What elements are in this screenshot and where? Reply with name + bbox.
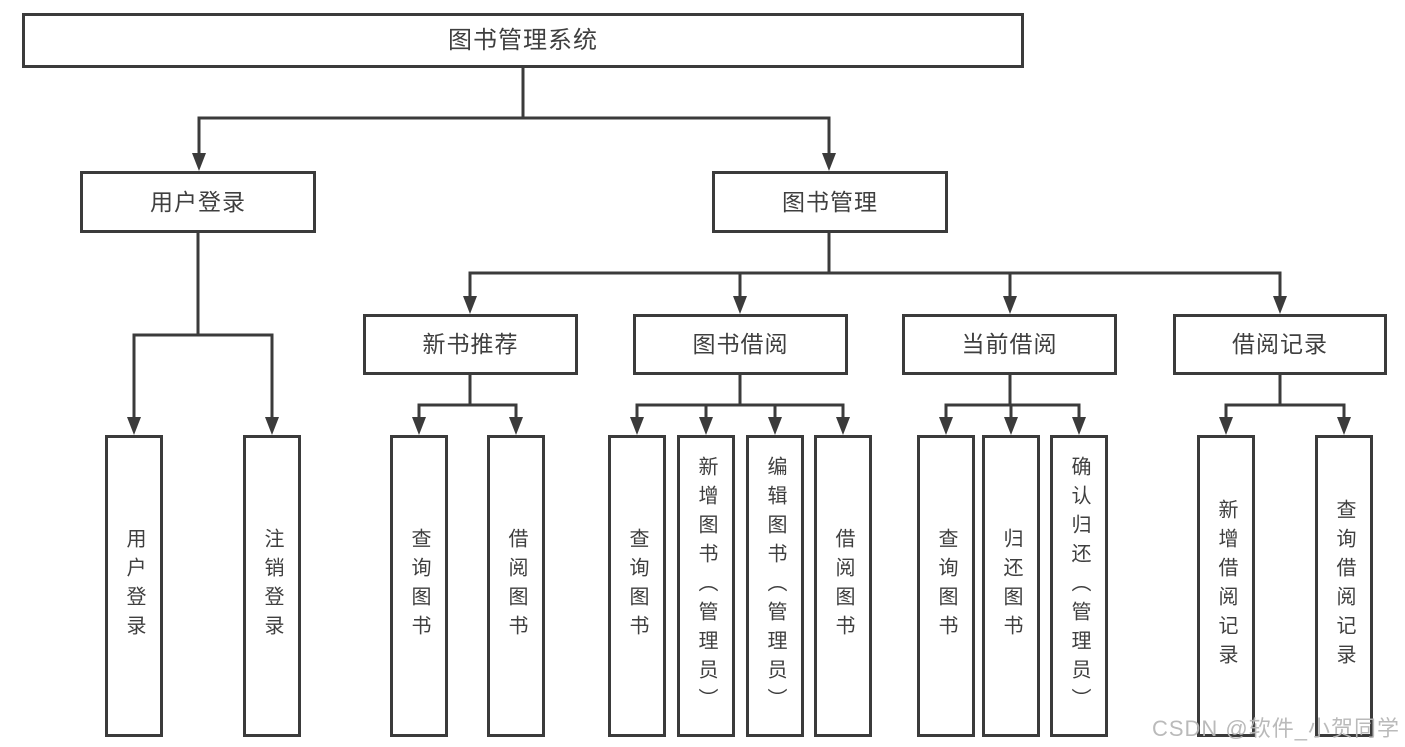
node-new-book-recommendation: 新书推荐	[363, 314, 578, 375]
node-label: 查询借阅记录	[1333, 499, 1355, 673]
node-user-login: 用户登录	[80, 171, 316, 233]
node-label: 借阅图书	[505, 528, 527, 644]
leaf-query-books-current: 查询图书	[917, 435, 975, 737]
arrowheads-user-login-leaves	[127, 417, 279, 435]
arrowheads-new-book-leaves	[412, 417, 523, 435]
node-label: 当前借阅	[961, 331, 1058, 357]
arrowheads-current-borrow-leaves	[939, 417, 1086, 435]
leaf-borrow-books: 借阅图书	[814, 435, 872, 737]
arrowheads-level1	[192, 153, 836, 171]
connector-new-book-to-leaves	[417, 375, 518, 417]
node-label: 图书借阅	[692, 331, 789, 357]
node-label: 新书推荐	[422, 331, 519, 357]
leaf-return-books: 归还图书	[982, 435, 1040, 737]
node-label: 查询图书	[626, 528, 648, 644]
leaf-query-books-recommend: 查询图书	[390, 435, 448, 737]
connector-borrow-records-to-leaves	[1224, 375, 1346, 417]
connector-root-to-level1	[197, 65, 831, 153]
node-label: 确认归还（管理员）	[1068, 455, 1090, 717]
leaf-confirm-return-admin: 确认归还（管理员）	[1050, 435, 1108, 737]
leaf-edit-book-admin: 编辑图书（管理员）	[746, 435, 804, 737]
node-library-management-system: 图书管理系统	[22, 13, 1024, 68]
node-label: 用户登录	[150, 188, 246, 215]
connector-book-borrow-to-leaves	[635, 375, 845, 417]
node-label: 注销登录	[261, 528, 283, 644]
node-label: 编辑图书（管理员）	[764, 455, 786, 717]
arrowheads-book-borrow-leaves	[630, 417, 850, 435]
leaf-add-borrow-record: 新增借阅记录	[1197, 435, 1255, 737]
leaf-add-book-admin: 新增图书（管理员）	[677, 435, 735, 737]
leaf-user-login: 用户登录	[105, 435, 163, 737]
node-book-borrowing: 图书借阅	[633, 314, 848, 375]
leaf-query-books-borrow: 查询图书	[608, 435, 666, 737]
arrowheads-borrow-records-leaves	[1219, 417, 1351, 435]
node-label: 归还图书	[1000, 528, 1022, 644]
node-label: 借阅记录	[1232, 331, 1328, 357]
connector-book-management-to-level2	[468, 233, 1282, 296]
connector-user-login-to-leaves	[132, 233, 274, 417]
leaf-logout: 注销登录	[243, 435, 301, 737]
node-label: 借阅图书	[832, 528, 854, 644]
node-label: 图书管理系统	[448, 26, 598, 54]
arrowheads-level2	[463, 296, 1287, 314]
leaf-query-borrow-record: 查询借阅记录	[1315, 435, 1373, 737]
node-label: 图书管理	[782, 188, 878, 215]
csdn-watermark: CSDN @软件_小贺同学	[1151, 716, 1400, 741]
node-label: 新增图书（管理员）	[695, 455, 717, 717]
connector-current-borrow-to-leaves	[944, 375, 1081, 417]
node-label: 查询图书	[935, 528, 957, 644]
node-borrowing-records: 借阅记录	[1173, 314, 1387, 375]
node-current-borrowing: 当前借阅	[902, 314, 1117, 375]
node-book-management: 图书管理	[712, 171, 948, 233]
node-label: 新增借阅记录	[1215, 499, 1237, 673]
node-label: 查询图书	[408, 528, 430, 644]
node-label: 用户登录	[123, 528, 145, 644]
leaf-borrow-books-recommend: 借阅图书	[487, 435, 545, 737]
